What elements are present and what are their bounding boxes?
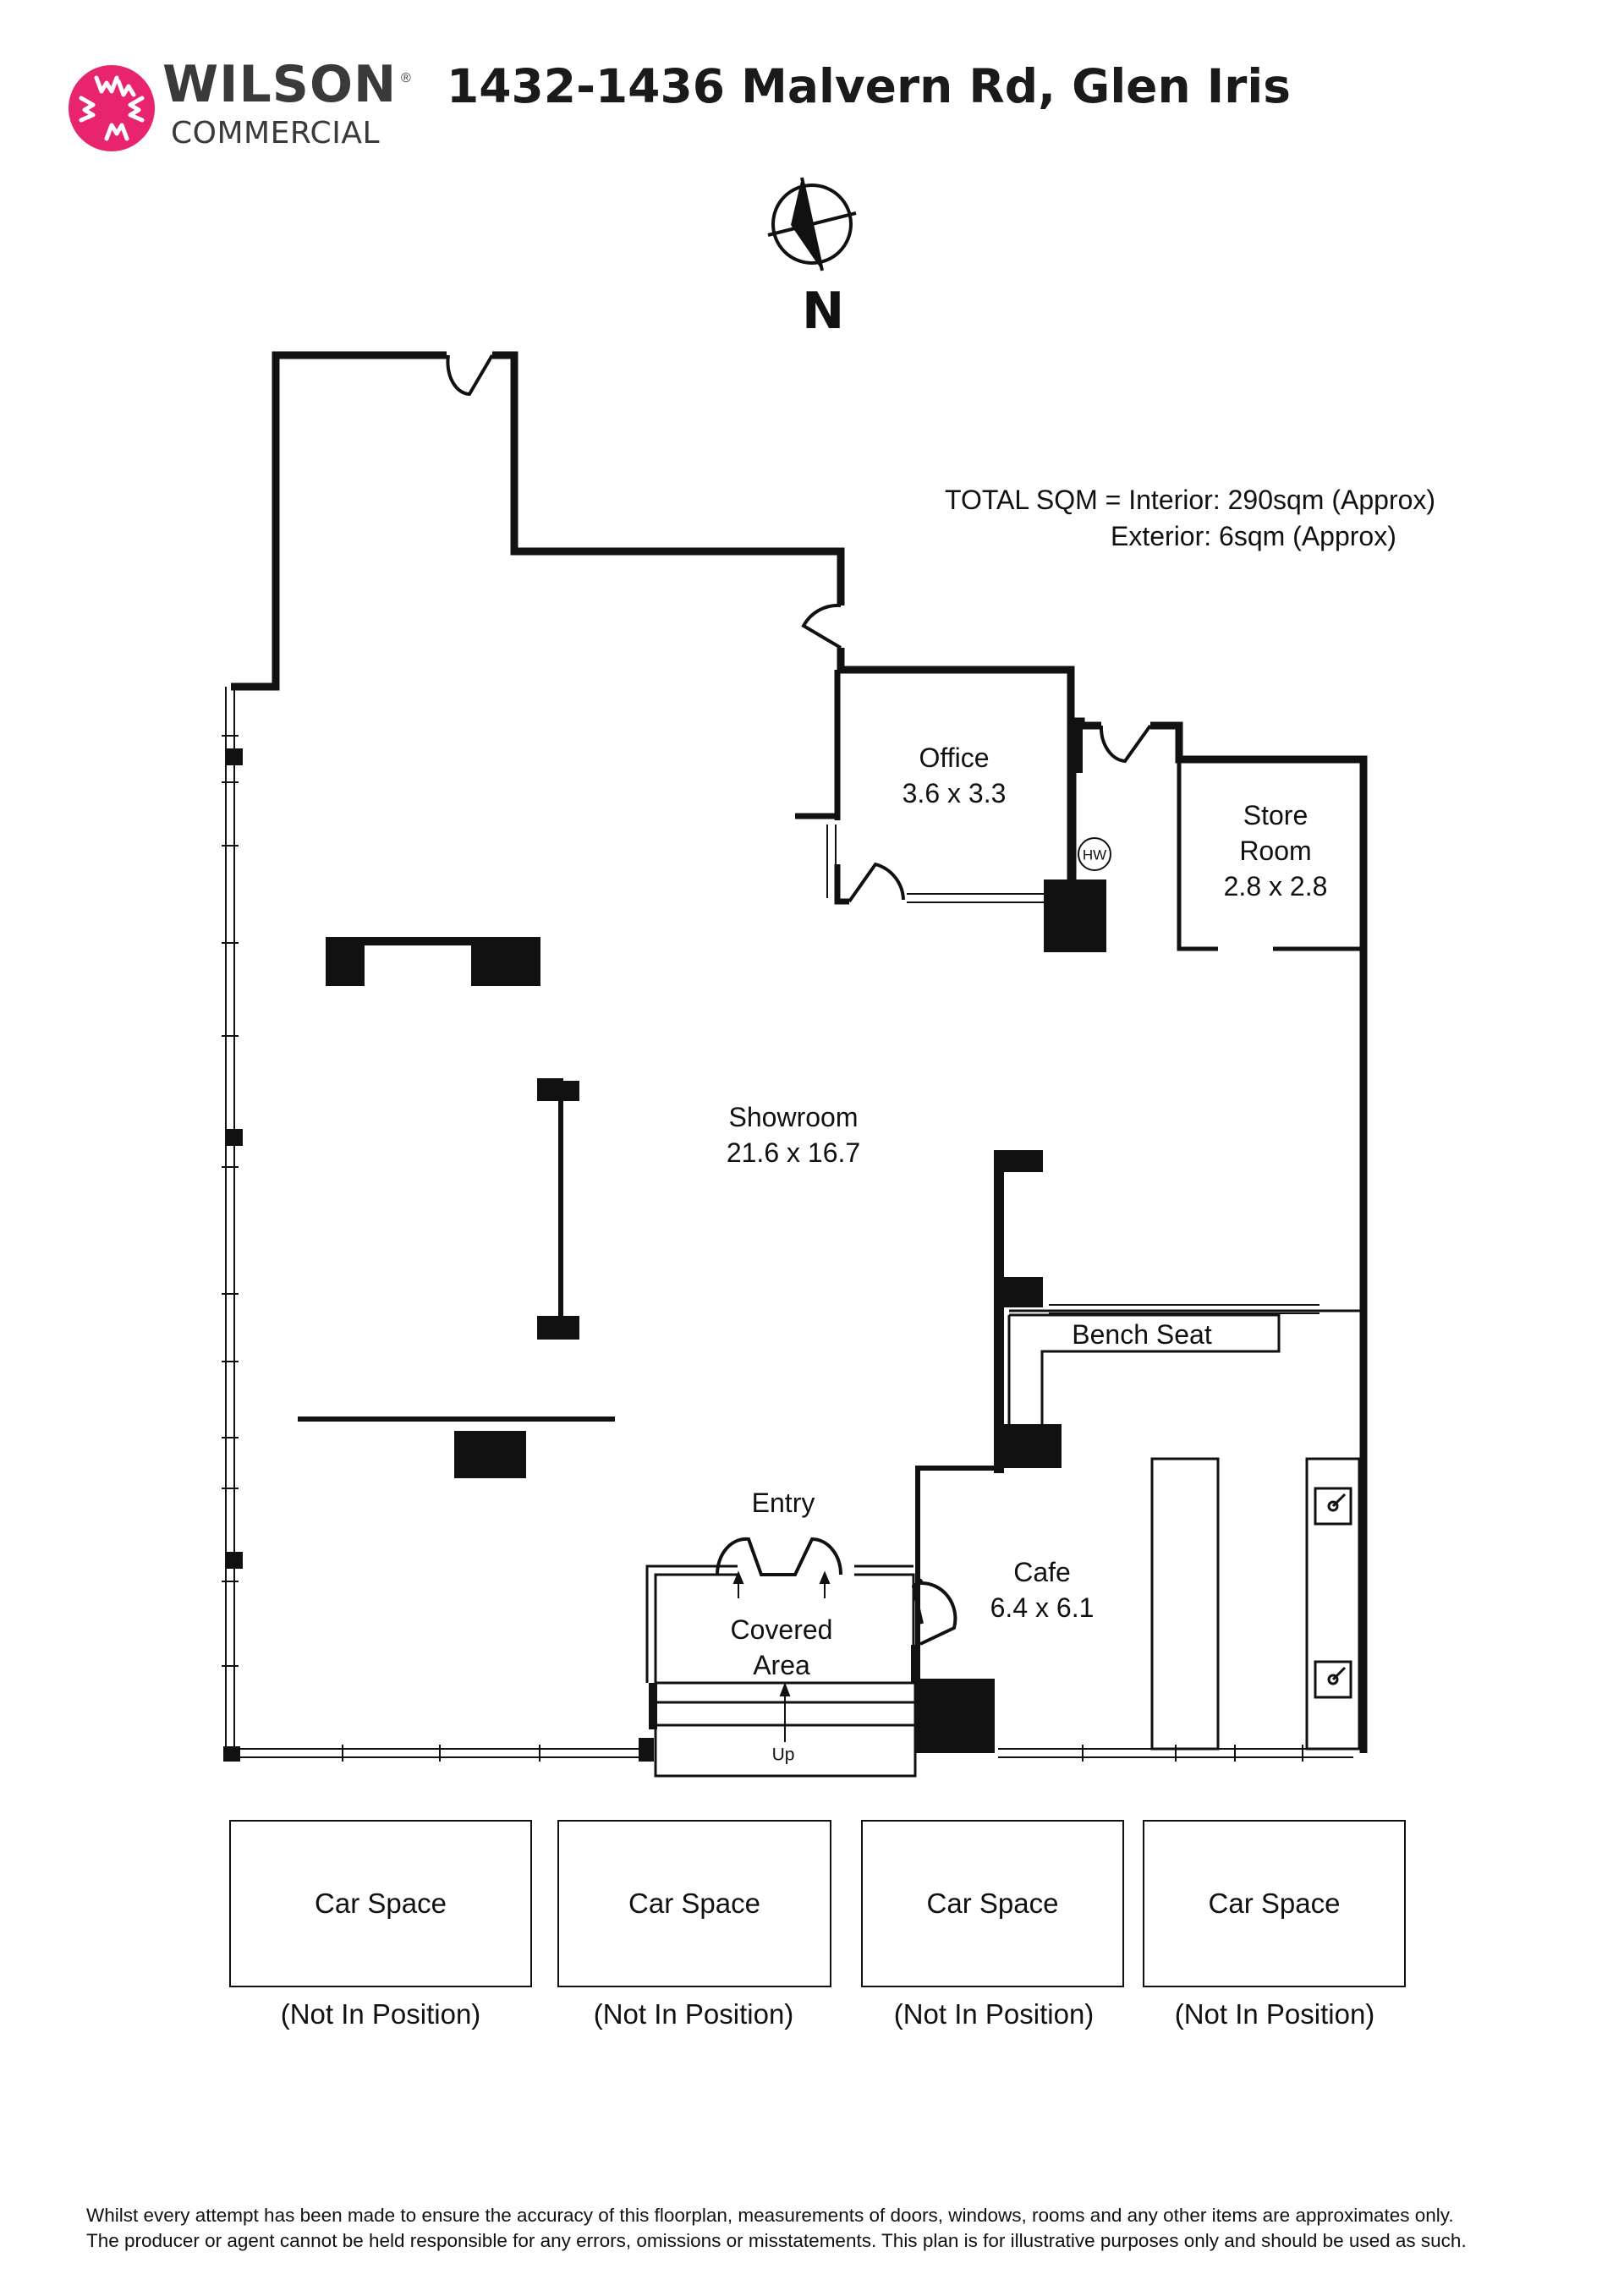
car-space: Car Space — [557, 1820, 831, 1987]
entry-posts — [649, 1645, 916, 1729]
room-name: Cafe — [1013, 1557, 1071, 1587]
car-space-label: Car Space — [926, 1888, 1059, 1919]
store-room-walls — [1072, 759, 1362, 951]
brand-registered-mark: ® — [401, 71, 411, 85]
hot-water-icon — [1078, 837, 1111, 871]
car-space-note: (Not In Position) — [1174, 1998, 1375, 2030]
stairs-label: Up — [771, 1745, 795, 1765]
car-space: Car Space — [861, 1820, 1124, 1987]
car-space-note: (Not In Position) — [280, 1998, 481, 2030]
hot-water-label: HW — [1082, 847, 1107, 863]
room-label-entry: Entry — [751, 1488, 815, 1518]
disclaimer-line-2: The producer or agent cannot be held res… — [86, 2230, 1467, 2251]
room-label-office: Office 3.6 x 3.3 — [903, 740, 1007, 811]
room-name: Showroom — [728, 1102, 859, 1132]
car-space-label: Car Space — [315, 1888, 447, 1919]
room-label-covered-area: Covered Area — [731, 1612, 833, 1683]
brand-subtitle: COMMERCIAL — [171, 116, 380, 151]
room-label-showroom: Showroom 21.6 x 16.7 — [727, 1099, 860, 1170]
room-size: 2.8 x 2.8 — [1223, 871, 1328, 901]
car-space: Car Space — [229, 1820, 532, 1987]
exterior-walls — [231, 351, 1368, 1753]
brand-name: WILSON — [162, 55, 398, 114]
sink-icons — [1314, 1487, 1352, 1699]
disclaimer: Whilst every attempt has been made to en… — [86, 2203, 1600, 2254]
room-size: 21.6 x 16.7 — [726, 1137, 861, 1168]
car-space-label: Car Space — [1208, 1888, 1341, 1919]
window-mullions — [222, 735, 1303, 1762]
total-sqm-interior: TOTAL SQM = Interior: 290sqm (Approx) — [945, 485, 1436, 515]
wilson-logo-icon — [69, 65, 155, 151]
west-window-wall — [225, 687, 1353, 1758]
north-label: N — [802, 282, 845, 341]
room-name-2: Room — [1239, 836, 1312, 866]
page-title: 1432-1436 Malvern Rd, Glen Iris — [447, 59, 1291, 113]
north-arrow-icon — [767, 177, 857, 271]
cafe-bench-walls — [1007, 1309, 1363, 1751]
car-space: Car Space — [1143, 1820, 1406, 1987]
room-size: 3.6 x 3.3 — [902, 778, 1007, 808]
entry-doors — [715, 1537, 842, 1576]
solid-blocks — [326, 719, 1106, 1753]
room-name: Covered — [730, 1614, 833, 1645]
disclaimer-line-1: Whilst every attempt has been made to en… — [86, 2205, 1454, 2226]
room-label-cafe: Cafe 6.4 x 6.1 — [990, 1554, 1095, 1625]
room-size: 6.4 x 6.1 — [990, 1592, 1095, 1623]
column-posts — [223, 748, 654, 1762]
car-space-label: Car Space — [628, 1888, 760, 1919]
office-walls — [795, 670, 849, 905]
room-name-2: Area — [753, 1650, 810, 1680]
room-name: Office — [919, 743, 990, 773]
room-label-bench-seat: Bench Seat — [1072, 1319, 1212, 1350]
showroom-divider — [537, 1081, 579, 1340]
car-space-note: (Not In Position) — [893, 1998, 1095, 2030]
total-sqm-exterior: Exterior: 6sqm (Approx) — [1111, 521, 1396, 551]
car-space-note: (Not In Position) — [593, 1998, 794, 2030]
room-label-store: Store Room 2.8 x 2.8 — [1224, 797, 1328, 904]
entry-arrows — [732, 1570, 831, 1742]
room-name: Store — [1243, 800, 1309, 830]
